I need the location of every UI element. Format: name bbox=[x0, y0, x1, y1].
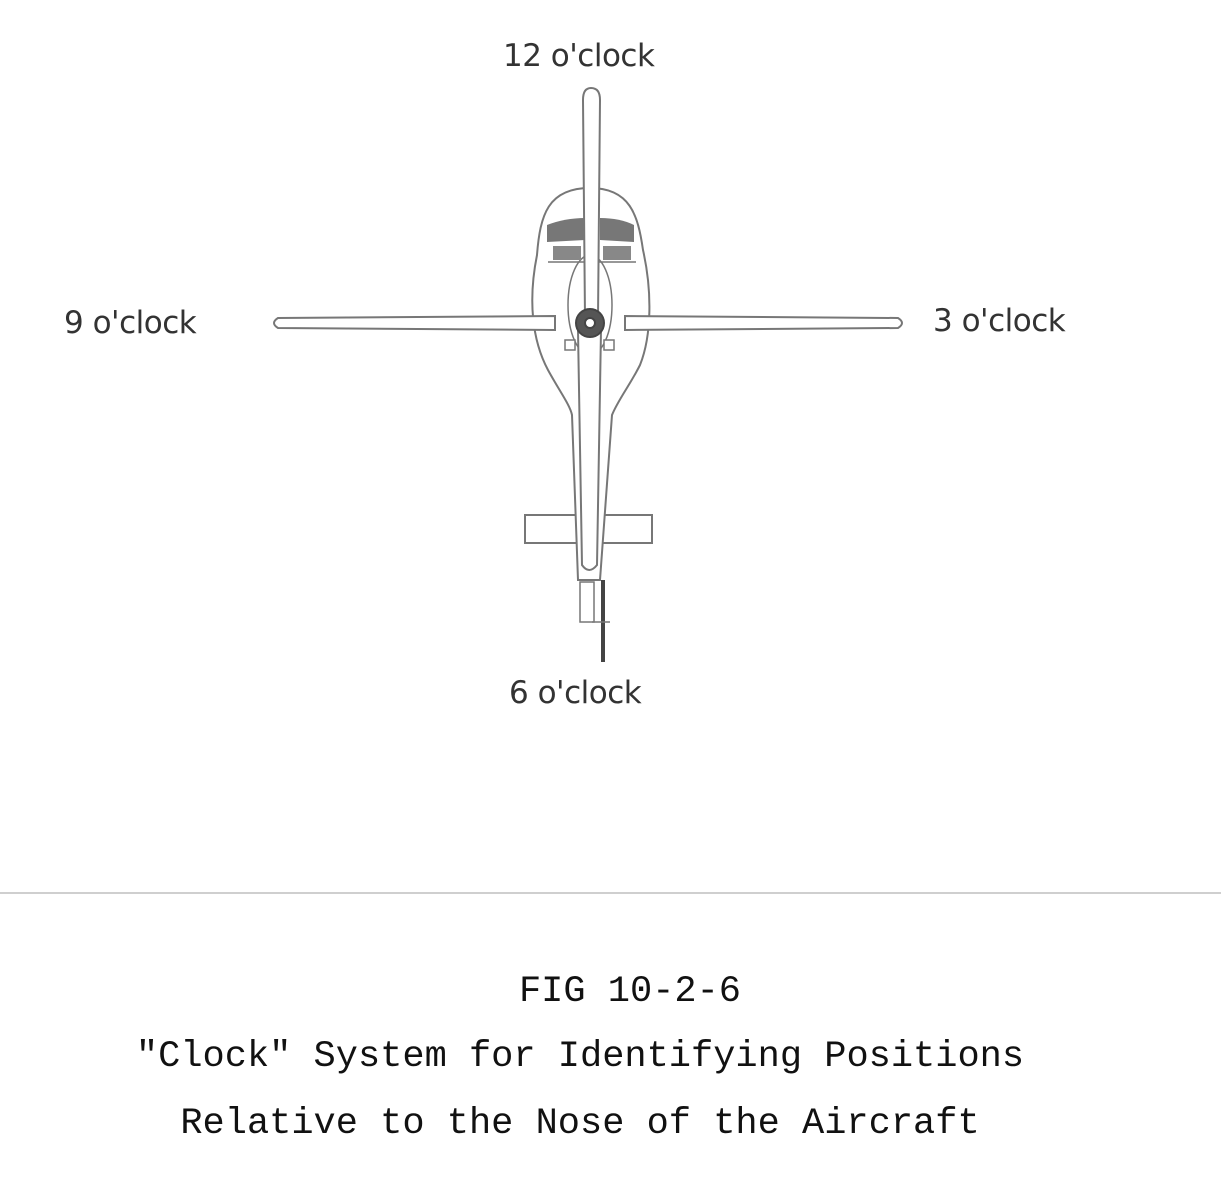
rotor-blade-forward bbox=[581, 86, 602, 319]
figure-number: FIG 10-2-6 bbox=[518, 971, 742, 1013]
caption-line-2: Relative to the Nose of the Aircraft bbox=[180, 1103, 980, 1145]
caption-line-1: "Clock" System for Identifying Positions bbox=[135, 1036, 1025, 1078]
label-9-oclock: 9 o'clock bbox=[64, 305, 197, 341]
windshield-left bbox=[547, 218, 585, 242]
rotor-blade-right bbox=[624, 314, 903, 332]
windshield-right bbox=[600, 218, 634, 242]
rotor-blade-left bbox=[273, 314, 556, 332]
label-12-oclock: 12 o'clock bbox=[503, 38, 655, 74]
label-6-oclock: 6 o'clock bbox=[509, 675, 642, 711]
label-3-oclock: 3 o'clock bbox=[933, 303, 1066, 339]
tail-boom bbox=[576, 329, 603, 571]
helicopter-top-view-diagram bbox=[273, 86, 903, 662]
divider bbox=[0, 892, 1221, 894]
